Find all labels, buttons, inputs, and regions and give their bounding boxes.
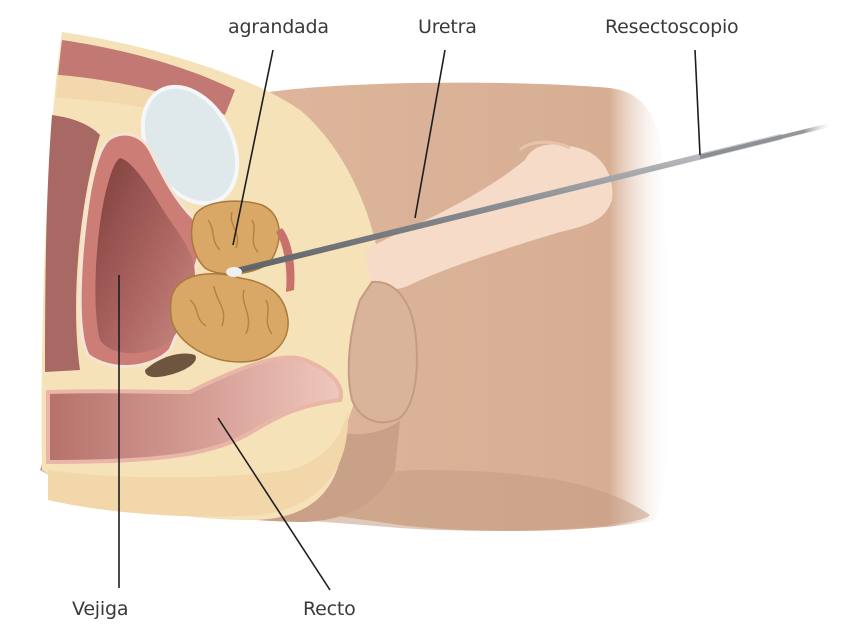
leader-rectum xyxy=(217,417,331,591)
stool xyxy=(145,353,196,378)
label-bladder: Vejiga xyxy=(72,598,129,620)
label-prostate: agrandada xyxy=(228,16,329,38)
label-resectoscope: Resectoscopio xyxy=(605,16,739,38)
leader-resectoscope xyxy=(694,49,701,156)
leader-lines xyxy=(118,49,701,591)
resectoscope xyxy=(226,123,831,277)
leader-urethra xyxy=(414,49,446,219)
prostate xyxy=(169,200,289,363)
rectum xyxy=(46,355,343,465)
scrotum xyxy=(347,280,418,424)
label-urethra: Uretra xyxy=(418,16,477,38)
leader-prostate xyxy=(232,49,274,246)
posterior-wall xyxy=(45,115,100,372)
penis xyxy=(365,144,613,290)
label-rectum: Recto xyxy=(303,598,356,620)
